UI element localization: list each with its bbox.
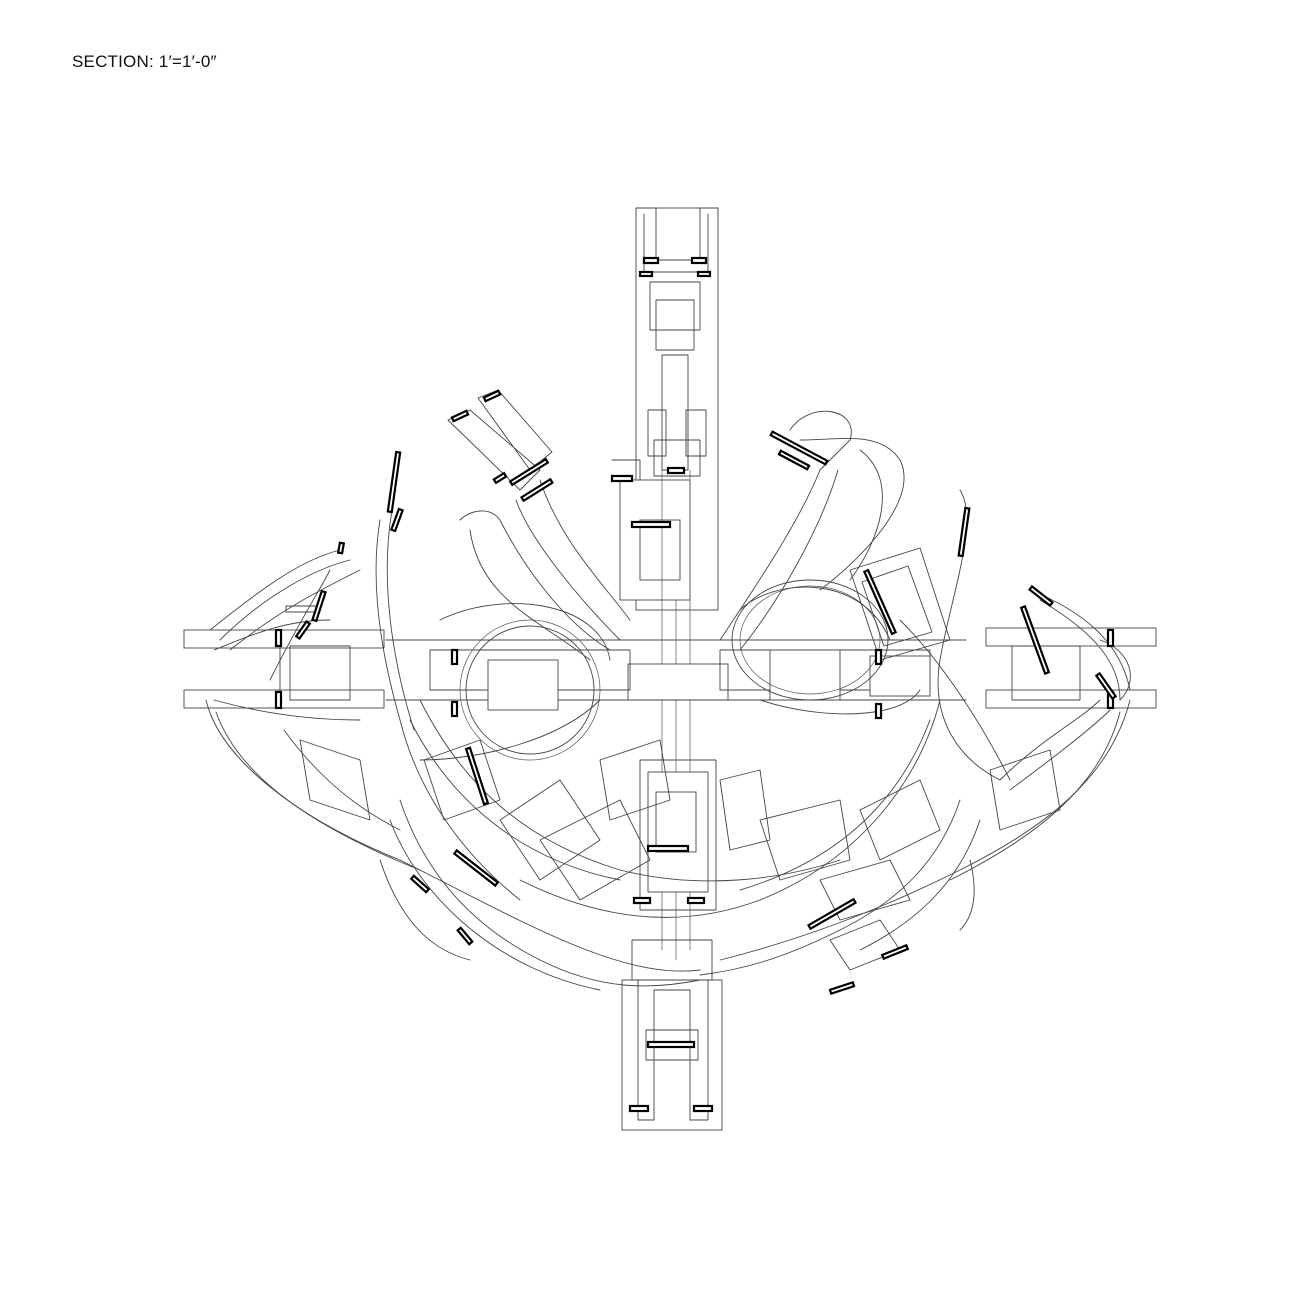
upper-right-ribbon [719,410,905,651]
left-arm [183,619,385,721]
upper-left-ribbon [447,389,631,661]
drawing-title: SECTION: 1′=1′-0″ [72,52,217,71]
right-whiskers [899,589,1131,791]
upper-right-frame [849,489,1001,781]
left-loop [419,603,611,761]
left-whiskers [209,509,521,901]
right-loop [731,579,921,715]
central-spine [611,207,723,1131]
central-cross-arm [385,639,967,711]
lower-panels [423,739,941,971]
connector-clips [274,256,1118,1113]
lower-bowl [205,699,1131,991]
